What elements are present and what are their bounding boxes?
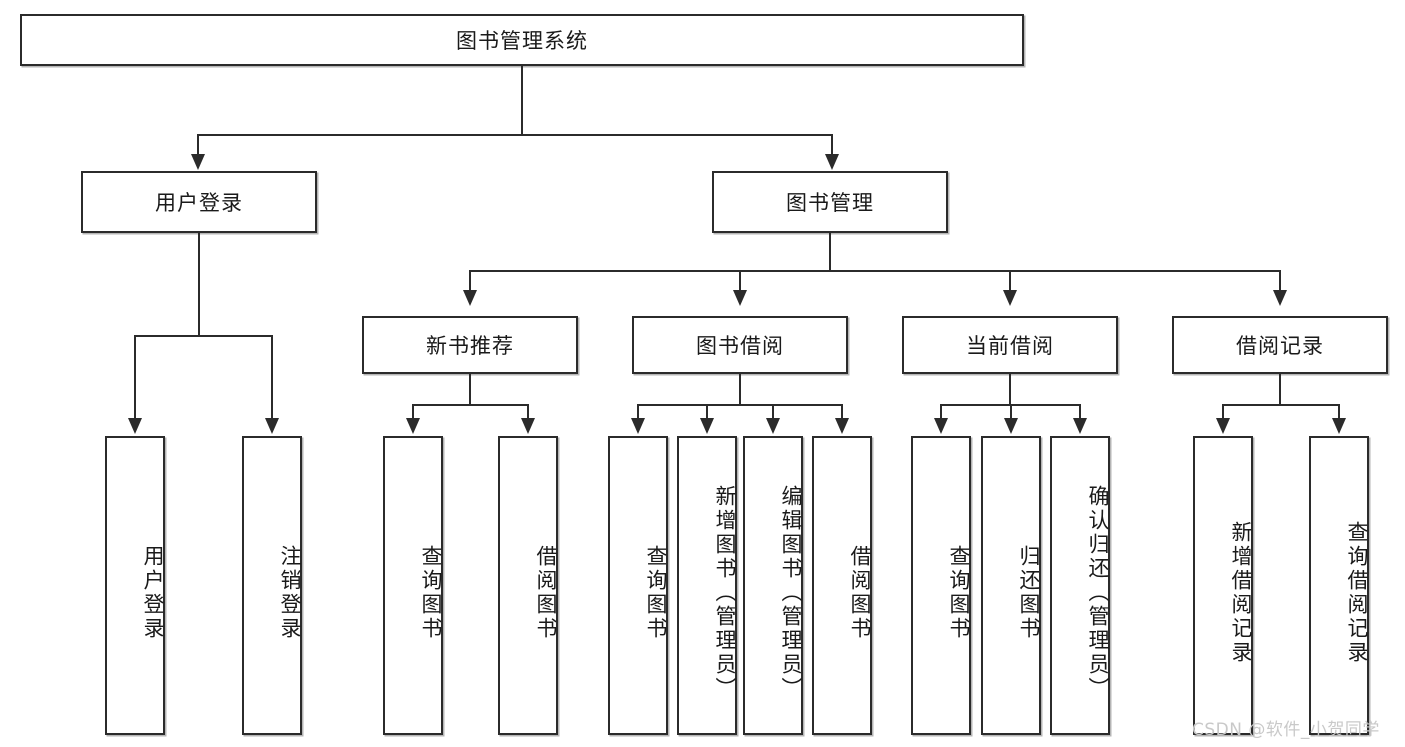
leaf-user-login[interactable]: 用户登录 <box>105 436 165 735</box>
arrow-current-borrow-to-leaf-1 <box>934 418 948 434</box>
node-label: 借阅图书 <box>848 544 872 641</box>
arrow-bm-to-book-borrow <box>733 290 747 306</box>
node-label: 注销登录 <box>278 544 302 641</box>
leaf-query-book-current[interactable]: 查询图书 <box>911 436 971 735</box>
node-label: 查询图书 <box>419 544 443 641</box>
connector-user-login-to-leaf-1 <box>134 335 136 420</box>
connector-book-borrow-stem <box>739 374 741 406</box>
node-label: 归还图书 <box>1017 544 1041 641</box>
arrow-current-borrow-to-leaf-3 <box>1073 418 1087 434</box>
arrow-user-login-to-leaf-2 <box>265 418 279 434</box>
node-label: 新增图书（管理员） <box>713 484 737 701</box>
connector-borrow-record-stem <box>1279 374 1281 406</box>
node-label: 借阅图书 <box>534 544 558 641</box>
node-book-borrow[interactable]: 图书借阅 <box>632 316 848 374</box>
arrow-new-book-to-leaf-2 <box>521 418 535 434</box>
connector-book-borrow-to-leaf-4 <box>841 404 843 420</box>
arrow-book-borrow-to-leaf-3 <box>766 418 780 434</box>
connector-borrow-record-bar <box>1222 404 1339 406</box>
connector-root-stem <box>521 66 523 135</box>
leaf-borrow-book[interactable]: 借阅图书 <box>812 436 872 735</box>
connector-current-borrow-to-leaf-3 <box>1079 404 1081 420</box>
node-root-book-management-system[interactable]: 图书管理系统 <box>20 14 1024 66</box>
node-label: 借阅记录 <box>1236 334 1324 358</box>
leaf-edit-book-admin[interactable]: 编辑图书（管理员） <box>743 436 803 735</box>
node-label: 查询借阅记录 <box>1345 520 1369 665</box>
connector-user-login-bar <box>134 335 272 337</box>
node-label: 新书推荐 <box>426 334 514 358</box>
leaf-add-borrow-record[interactable]: 新增借阅记录 <box>1193 436 1253 735</box>
node-current-borrow[interactable]: 当前借阅 <box>902 316 1118 374</box>
leaf-borrow-book-recommend[interactable]: 借阅图书 <box>498 436 558 735</box>
node-label: 图书管理系统 <box>456 29 588 53</box>
arrow-new-book-to-leaf-1 <box>406 418 420 434</box>
arrow-bm-to-new-book <box>463 290 477 306</box>
arrow-root-to-user-login <box>191 154 205 170</box>
connector-current-borrow-to-leaf-2 <box>1010 404 1012 420</box>
arrow-borrow-record-to-leaf-2 <box>1332 418 1346 434</box>
connector-book-management-stem <box>829 233 831 271</box>
leaf-query-book-recommend[interactable]: 查询图书 <box>383 436 443 735</box>
node-label: 查询图书 <box>947 544 971 641</box>
node-label: 当前借阅 <box>966 334 1054 358</box>
leaf-logout[interactable]: 注销登录 <box>242 436 302 735</box>
node-borrow-record[interactable]: 借阅记录 <box>1172 316 1388 374</box>
connector-current-borrow-to-leaf-1 <box>940 404 942 420</box>
arrow-bm-to-borrow-record <box>1273 290 1287 306</box>
node-new-book-recommend[interactable]: 新书推荐 <box>362 316 578 374</box>
connector-new-book-bar <box>412 404 528 406</box>
leaf-query-borrow-record[interactable]: 查询借阅记录 <box>1309 436 1369 735</box>
node-label: 新增借阅记录 <box>1229 520 1253 665</box>
arrow-bm-to-current-borrow <box>1003 290 1017 306</box>
watermark-text: CSDN @软件_小贺同学 <box>1192 720 1380 740</box>
connector-bm-to-borrow-record <box>1279 270 1281 292</box>
connector-root-to-book-management <box>831 134 833 156</box>
connector-new-book-to-leaf-2 <box>527 404 529 420</box>
connector-borrow-record-to-leaf-1 <box>1222 404 1224 420</box>
connector-bm-to-new-book <box>469 270 471 292</box>
connector-new-book-stem <box>469 374 471 406</box>
arrow-borrow-record-to-leaf-1 <box>1216 418 1230 434</box>
arrow-book-borrow-to-leaf-4 <box>835 418 849 434</box>
connector-book-borrow-to-leaf-1 <box>637 404 639 420</box>
connector-new-book-to-leaf-1 <box>412 404 414 420</box>
connector-bm-to-book-borrow <box>739 270 741 292</box>
node-label: 用户登录 <box>155 191 243 215</box>
leaf-query-book-borrow[interactable]: 查询图书 <box>608 436 668 735</box>
connector-root-to-user-login <box>197 134 199 156</box>
arrow-current-borrow-to-leaf-2 <box>1004 418 1018 434</box>
node-label: 图书管理 <box>786 191 874 215</box>
connector-user-login-stem <box>198 233 200 336</box>
node-book-management[interactable]: 图书管理 <box>712 171 948 233</box>
node-label: 图书借阅 <box>696 334 784 358</box>
node-label: 查询图书 <box>644 544 668 641</box>
connector-current-borrow-stem <box>1009 374 1011 406</box>
connector-book-management-bar <box>469 270 1280 272</box>
node-label: 用户登录 <box>141 544 165 641</box>
arrow-root-to-book-management <box>825 154 839 170</box>
leaf-add-book-admin[interactable]: 新增图书（管理员） <box>677 436 737 735</box>
node-user-login[interactable]: 用户登录 <box>81 171 317 233</box>
connector-book-borrow-bar <box>637 404 842 406</box>
leaf-confirm-return-admin[interactable]: 确认归还（管理员） <box>1050 436 1110 735</box>
node-label: 编辑图书（管理员） <box>779 484 803 701</box>
arrow-user-login-to-leaf-1 <box>128 418 142 434</box>
node-label: 确认归还（管理员） <box>1086 484 1110 701</box>
connector-bm-to-current-borrow <box>1009 270 1011 292</box>
leaf-return-book[interactable]: 归还图书 <box>981 436 1041 735</box>
connector-root-bar <box>197 134 833 136</box>
connector-book-borrow-to-leaf-2 <box>706 404 708 420</box>
arrow-book-borrow-to-leaf-1 <box>631 418 645 434</box>
connector-book-borrow-to-leaf-3 <box>772 404 774 420</box>
connector-user-login-to-leaf-2 <box>271 335 273 420</box>
arrow-book-borrow-to-leaf-2 <box>700 418 714 434</box>
connector-borrow-record-to-leaf-2 <box>1338 404 1340 420</box>
